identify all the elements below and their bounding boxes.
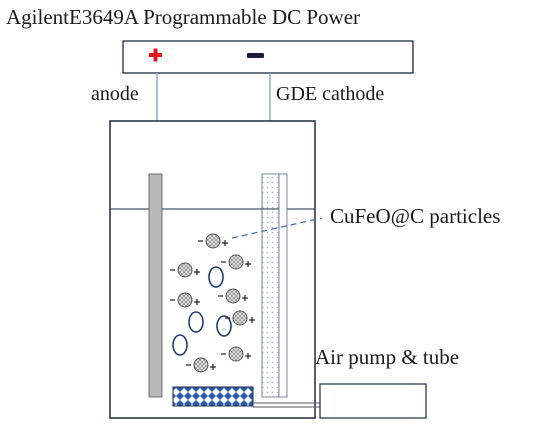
particle-icon (170, 292, 200, 308)
air-bubble (172, 334, 188, 356)
cufeo-particles (170, 233, 255, 373)
particle-icon (225, 310, 255, 326)
diagram-title: AgilentE3649A Programmable DC Power (6, 5, 361, 29)
gde-cathode-electrode (261, 173, 280, 398)
air-diffuser (172, 386, 254, 407)
anode-label: anode (91, 83, 139, 105)
particle-icon (221, 254, 251, 270)
anode-electrode (148, 173, 163, 398)
air-bubble (208, 266, 224, 288)
air-pump-box (319, 383, 427, 419)
particle-icon (170, 262, 200, 278)
air-bubble (188, 311, 204, 333)
cathode-label: GDE cathode (276, 83, 385, 105)
power-supply-box (122, 40, 414, 74)
particles-label: CuFeO@C particles (330, 204, 501, 228)
particle-icon (218, 288, 248, 304)
particles-leader-line (231, 217, 323, 239)
negative-terminal-icon (247, 53, 264, 58)
particle-icon (221, 346, 251, 362)
air-bubble (216, 315, 232, 337)
particle-icon (186, 357, 216, 373)
air-pump-label: Air pump & tube (315, 345, 460, 369)
positive-terminal-icon (149, 48, 162, 62)
cathode-backing (278, 173, 288, 398)
air-bubbles (172, 266, 232, 356)
particle-icon (198, 233, 228, 249)
